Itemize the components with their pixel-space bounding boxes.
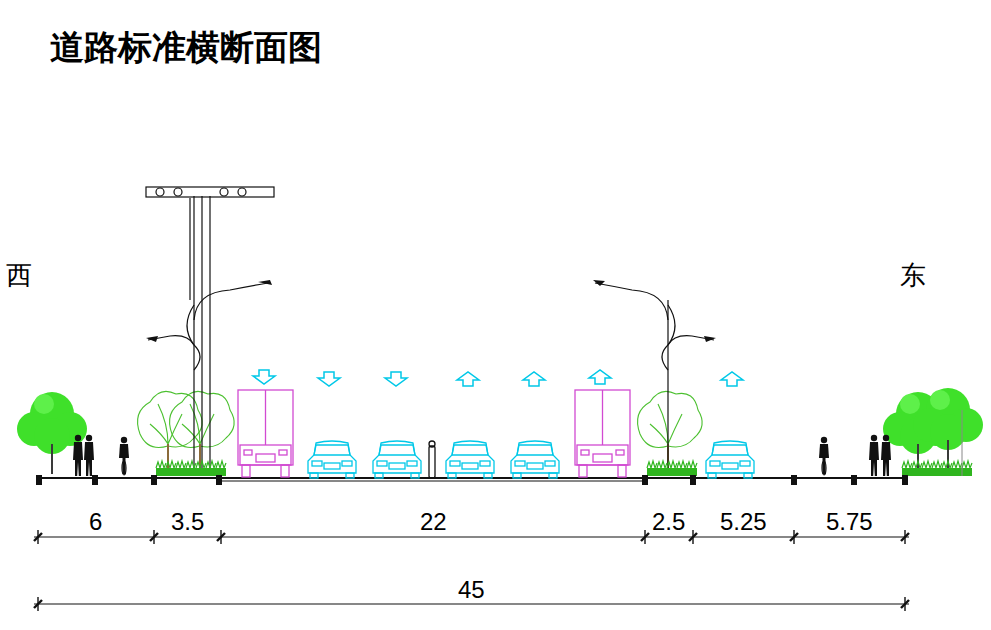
grass-tuft — [962, 461, 972, 476]
grass-tuft — [216, 461, 226, 476]
grass-tuft — [176, 461, 186, 476]
grass-tuft — [667, 461, 677, 476]
dimension-value: 22 — [420, 510, 447, 534]
dimension-value: 45 — [458, 578, 485, 602]
dimension-slash — [901, 600, 909, 608]
dimension-slash — [901, 533, 909, 541]
dimension-slash — [217, 533, 225, 541]
dimension-slash — [150, 533, 158, 541]
grass-tuft — [196, 461, 206, 476]
dimension-value: 3.5 — [171, 510, 204, 534]
grass-tuft — [677, 461, 687, 476]
grass-tuft — [942, 461, 952, 476]
direction-label: 西 — [6, 262, 32, 288]
grass-tuft — [952, 461, 962, 476]
dimension-value: 5.75 — [826, 510, 873, 534]
grass-tuft — [166, 461, 176, 476]
grass-tuft — [687, 461, 697, 476]
dimension-slash — [34, 533, 42, 541]
grass-tuft — [206, 461, 216, 476]
grass-tuft — [902, 461, 912, 476]
direction-label: 东 — [900, 262, 926, 288]
grass-tuft — [186, 461, 196, 476]
grass-tuft — [912, 461, 922, 476]
grass-tuft — [657, 461, 667, 476]
grass-tuft — [647, 461, 657, 476]
dimension-slash — [34, 600, 42, 608]
dimension-slash — [689, 533, 697, 541]
diagram-title: 道路标准横断面图 — [50, 30, 322, 64]
grass-tuft — [156, 461, 166, 476]
dimension-value: 2.5 — [652, 510, 685, 534]
dimension-value: 5.25 — [720, 510, 767, 534]
grass-tuft — [922, 461, 932, 476]
dimension-slash — [641, 533, 649, 541]
dimension-slash — [790, 533, 798, 541]
dimension-value: 6 — [89, 510, 102, 534]
grass-tuft — [932, 461, 942, 476]
